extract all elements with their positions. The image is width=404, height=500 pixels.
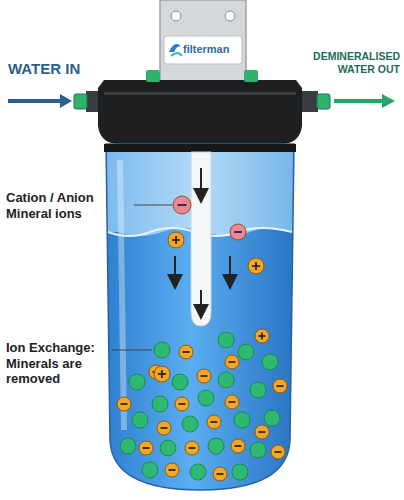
- captured-anion: [273, 379, 287, 393]
- charge-sign: [211, 421, 218, 423]
- charge-sign: [189, 447, 196, 449]
- resin-bead: [232, 464, 248, 480]
- head-ridge: [104, 92, 296, 95]
- outlet-label: DEMINERALISED WATER OUT: [296, 50, 400, 75]
- charge-sign: [201, 375, 208, 377]
- head-plug: [244, 70, 258, 82]
- captured-anion: [225, 395, 239, 409]
- resin-bead: [238, 344, 254, 360]
- inlet-arrow: [8, 99, 62, 103]
- resin-bead: [262, 354, 278, 370]
- resin-bead: [218, 372, 234, 388]
- callout-label: Cation / Anion Mineral ions: [6, 190, 130, 221]
- resin-bead: [129, 374, 145, 390]
- resin-bead: [198, 390, 214, 406]
- captured-anion: [255, 425, 269, 439]
- resin-bead: [182, 416, 198, 432]
- ion-group: [117, 196, 287, 481]
- cation: [248, 258, 264, 274]
- charge-sign: [229, 401, 236, 403]
- bracket-hole: [171, 11, 181, 21]
- charge-sign: [235, 445, 242, 447]
- resin-bead: [208, 438, 224, 454]
- captured-anion: [117, 397, 131, 411]
- charge-sign: [275, 451, 282, 453]
- logo-mark: [171, 53, 182, 56]
- logo-sticker: [164, 36, 242, 64]
- inlet-label: WATER IN: [8, 60, 118, 78]
- resin-bead: [142, 462, 158, 478]
- filter-head: [98, 80, 302, 144]
- bracket-hole: [225, 11, 235, 21]
- resin-bead: [234, 412, 250, 428]
- charge-sign: [179, 403, 186, 405]
- captured-anion: [157, 421, 171, 435]
- captured-anion: [231, 439, 245, 453]
- charge-sign: [255, 262, 257, 270]
- outlet-arrow: [382, 94, 395, 108]
- resin-bead: [132, 412, 148, 428]
- charge-sign: [121, 403, 128, 405]
- charge-sign: [229, 361, 236, 363]
- resin-bead: [264, 410, 280, 426]
- resin-bead: [160, 440, 176, 456]
- resin-bead: [154, 342, 170, 358]
- captured-anion: [165, 463, 179, 477]
- charge-sign: [161, 370, 163, 378]
- filter-bowl: [106, 144, 294, 490]
- leader-line: [134, 205, 172, 206]
- resin-bead: [172, 374, 188, 390]
- resin-bead: [250, 382, 266, 398]
- resin-bead: [152, 396, 168, 412]
- captured-anion: [179, 345, 193, 359]
- bowl-highlight: [120, 160, 124, 430]
- callout-label: Ion Exchange: Minerals are removed: [6, 340, 110, 387]
- leader-line: [112, 350, 152, 351]
- captured-anion: [271, 445, 285, 459]
- charge-sign: [175, 236, 177, 244]
- outlet-fitting: [317, 94, 330, 109]
- resin-bead: [250, 442, 266, 458]
- captured-anion: [225, 355, 239, 369]
- charge-sign: [277, 385, 284, 387]
- captured-anion: [213, 467, 227, 481]
- resin-bead: [120, 438, 136, 454]
- captured-cation: [255, 329, 269, 343]
- outlet-arrow: [334, 99, 384, 103]
- charge-sign: [161, 427, 168, 429]
- charge-sign: [169, 469, 176, 471]
- flow-arrow: [200, 168, 202, 196]
- captured-anion: [139, 441, 153, 455]
- flow-arrow: [174, 256, 176, 282]
- captured-cation: [154, 366, 170, 382]
- charge-sign: [217, 473, 224, 475]
- inlet-fitting: [74, 94, 87, 109]
- anion: [230, 224, 246, 240]
- head-plug: [146, 70, 160, 82]
- cation: [168, 232, 184, 248]
- centre-tube: [191, 152, 211, 326]
- inlet-arrow: [60, 94, 72, 108]
- outlet-port: [302, 91, 318, 112]
- charge-sign: [234, 231, 242, 233]
- captured-anion: [207, 415, 221, 429]
- anion: [173, 196, 191, 214]
- flow-arrow: [229, 256, 231, 282]
- resin-bead: [190, 464, 206, 480]
- charge-sign: [178, 204, 187, 206]
- captured-anion: [197, 369, 211, 383]
- captured-anion: [175, 397, 189, 411]
- flow-arrow: [200, 290, 202, 312]
- charge-sign: [261, 333, 263, 340]
- brand-logo: filterman: [183, 43, 241, 56]
- logo-mark: [169, 44, 181, 52]
- resin-bead: [218, 332, 234, 348]
- captured-anion: [185, 441, 199, 455]
- wall-bracket: [160, 0, 246, 88]
- charge-sign: [143, 447, 150, 449]
- charge-sign: [183, 351, 190, 353]
- charge-sign: [259, 431, 266, 433]
- bowl-rim: [104, 144, 296, 152]
